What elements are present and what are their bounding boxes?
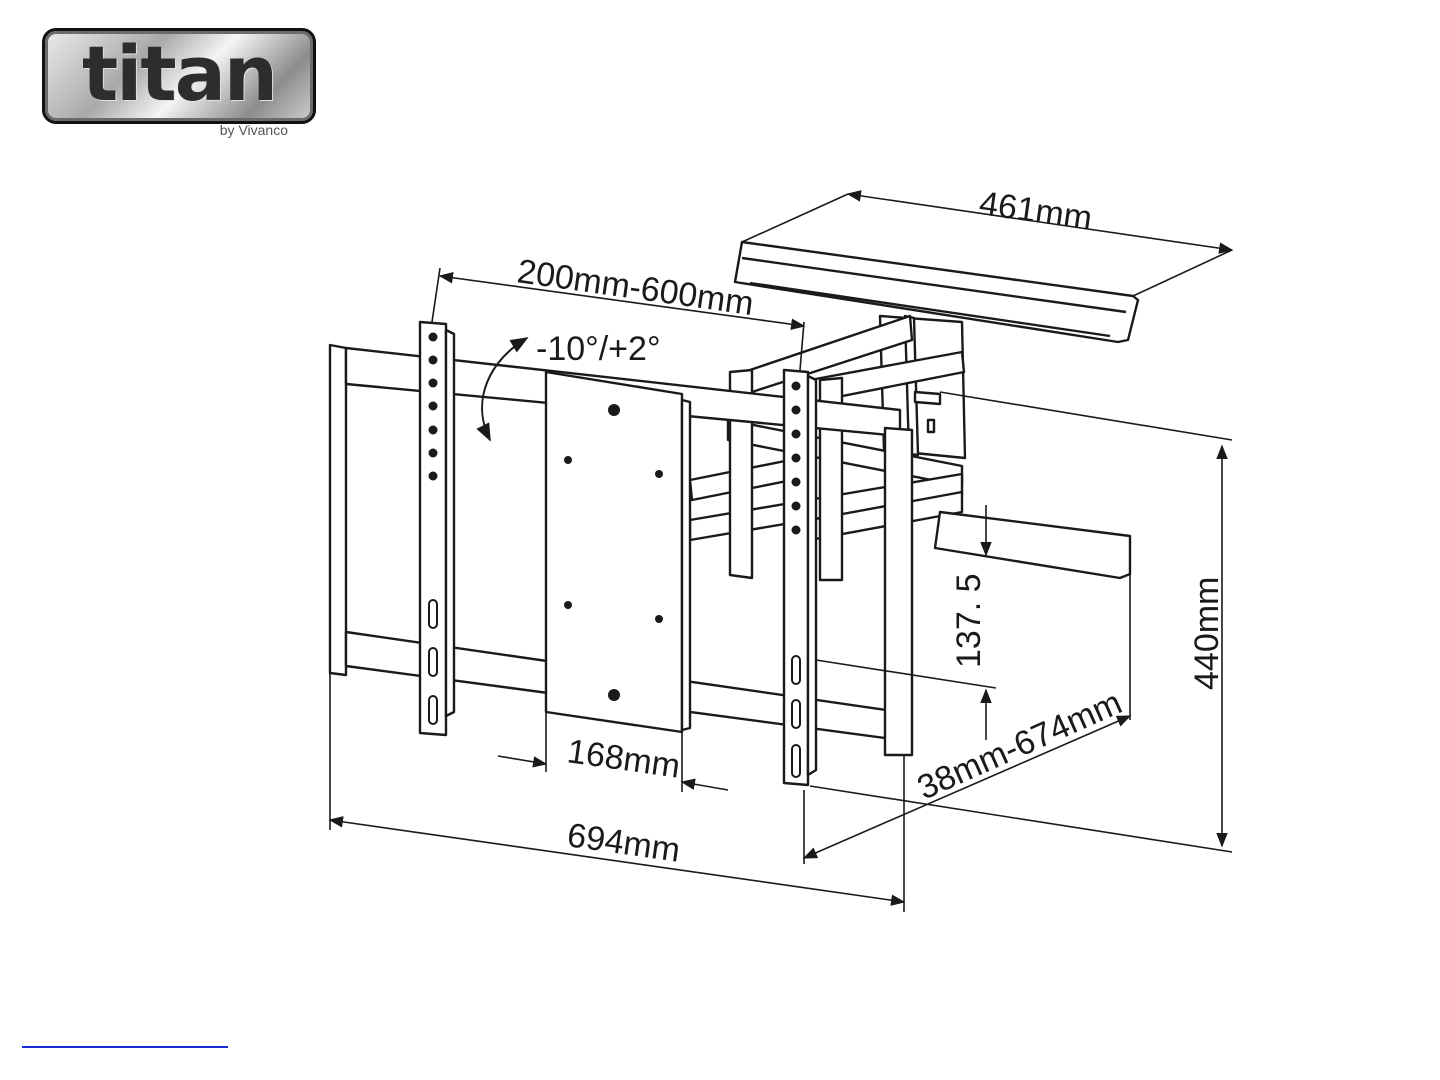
dim-line-168 bbox=[498, 756, 546, 764]
label-461mm: 461mm bbox=[977, 184, 1095, 237]
label-168mm: 168mm bbox=[565, 732, 683, 785]
label-137-5: 137. 5 bbox=[950, 573, 988, 668]
center-plate bbox=[546, 372, 690, 732]
label-440mm: 440mm bbox=[1188, 577, 1226, 690]
label-694mm: 694mm bbox=[565, 816, 683, 869]
label-vesa-range: 200mm-600mm bbox=[515, 252, 756, 323]
blue-link-underline[interactable] bbox=[22, 1046, 228, 1048]
label-depth: 38mm-674mm bbox=[912, 683, 1128, 807]
label-tilt: -10°/+2° bbox=[536, 330, 661, 368]
